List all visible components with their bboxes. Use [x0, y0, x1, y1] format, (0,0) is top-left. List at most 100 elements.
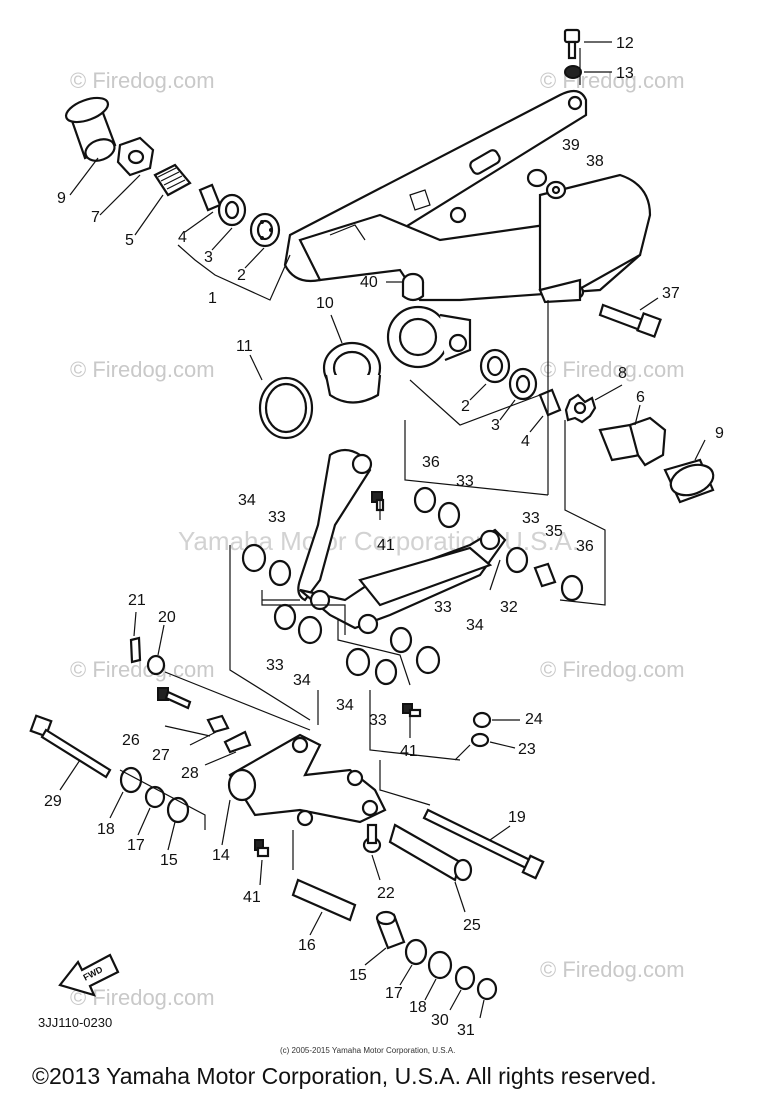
callout-8: 8	[618, 365, 627, 382]
callout-18b: 18	[409, 999, 427, 1016]
part-collar-25	[388, 823, 473, 882]
part-lock-washer-8	[564, 393, 597, 424]
callout-37: 37	[662, 285, 680, 302]
part-bushing-15b	[375, 910, 406, 950]
callout-9: 9	[57, 190, 66, 207]
callout-13: 13	[616, 65, 634, 82]
callout-26: 26	[122, 732, 140, 749]
callout-40: 40	[360, 274, 378, 291]
part-oil-seal-34d	[345, 647, 371, 677]
callout-24: 24	[525, 711, 543, 728]
part-washer-17b	[404, 938, 428, 966]
part-oil-seal-18b	[427, 950, 453, 980]
callout-15: 15	[160, 852, 178, 869]
parts: FWD	[29, 28, 715, 1001]
part-pivot-bolt-6	[598, 416, 667, 467]
callout-33b: 33	[268, 509, 286, 526]
part-washer-23	[470, 732, 490, 748]
callout-41b: 41	[400, 743, 418, 760]
diagram-code: 3JJ110-0230	[38, 1015, 112, 1030]
callout-27: 27	[152, 747, 170, 764]
part-bushing-33f	[374, 658, 398, 686]
part-oil-seal-3	[217, 193, 247, 227]
part-oil-seal-34c	[415, 645, 441, 675]
callout-3: 3	[204, 249, 213, 266]
callout-25: 25	[463, 917, 481, 934]
part-relay-arm-32	[297, 448, 507, 635]
part-collar-4	[198, 183, 222, 212]
part-o-ring-11	[258, 376, 314, 440]
callout-33f: 33	[369, 712, 387, 729]
part-nut-13	[564, 65, 582, 79]
callout-12: 12	[616, 35, 634, 52]
part-washer-38	[545, 180, 567, 200]
watermark-site: © Firedog.com	[540, 357, 685, 382]
callout-16: 16	[298, 937, 316, 954]
callout-5: 5	[125, 232, 134, 249]
callout-10: 10	[316, 295, 334, 312]
small-copyright: (c) 2005-2015 Yamaha Motor Corporation, …	[280, 1046, 455, 1055]
callout-38: 38	[586, 153, 604, 170]
callout-17b: 17	[385, 985, 403, 1002]
part-grease-nipple-41a	[371, 491, 385, 512]
part-oil-seal-18a	[119, 766, 143, 794]
callout-30: 30	[431, 1012, 449, 1029]
watermark-site: © Firedog.com	[70, 657, 215, 682]
part-swingarm-1	[283, 89, 652, 304]
part-collar-4b	[538, 388, 562, 417]
callout-34b: 34	[466, 617, 484, 634]
part-bolt-37	[598, 303, 662, 338]
part-bushing-33a	[437, 501, 461, 529]
footer-copyright: ©2013 Yamaha Motor Corporation, U.S.A. A…	[32, 1063, 657, 1089]
callout-11: 11	[236, 338, 253, 355]
watermark-site: © Firedog.com	[70, 357, 215, 382]
callout-33: 33	[456, 473, 474, 490]
part-washer-30	[454, 965, 476, 991]
part-cap-9	[64, 96, 117, 162]
part-nut-39	[526, 168, 548, 188]
callout-31: 31	[457, 1022, 475, 1039]
part-nut-7	[116, 136, 155, 177]
part-spacer-36a	[413, 486, 437, 514]
part-cap-40	[401, 272, 425, 302]
part-collar-16	[291, 878, 357, 922]
callout-33c: 33	[522, 510, 540, 527]
callout-20: 20	[158, 609, 176, 626]
callout-19: 19	[508, 809, 526, 826]
callout-3b: 3	[491, 417, 500, 434]
part-bolt-19	[422, 808, 545, 880]
callout-36b: 36	[576, 538, 594, 555]
callout-34d: 34	[336, 697, 354, 714]
callout-33d: 33	[434, 599, 452, 616]
callout-22: 22	[377, 885, 395, 902]
callout-15b: 15	[349, 967, 367, 984]
part-grease-nipple-41c	[254, 839, 270, 858]
callout-18: 18	[97, 821, 115, 838]
part-bearing-2	[249, 212, 281, 248]
callout-32: 32	[500, 599, 518, 616]
part-bushing-15a	[166, 796, 190, 824]
part-cap-9b	[663, 458, 715, 504]
part-bushing-33d	[273, 603, 297, 631]
part-bolt-26	[157, 687, 192, 710]
callout-23: 23	[518, 741, 536, 758]
part-nut-24	[472, 711, 492, 729]
part-bushing-10	[322, 341, 382, 404]
part-oil-seal-34b	[297, 615, 323, 645]
part-bracket-28	[223, 730, 252, 754]
callout-35: 35	[545, 523, 563, 540]
callout-2b: 2	[461, 398, 470, 415]
part-cotter-21	[129, 636, 142, 664]
callout-41c: 41	[243, 889, 261, 906]
part-grease-nipple-41b	[402, 703, 422, 718]
part-clip-27	[206, 714, 230, 734]
leader-lines	[59, 41, 706, 1019]
callout-28: 28	[181, 765, 199, 782]
watermark-site: © Firedog.com	[70, 985, 215, 1010]
callout-4b: 4	[521, 433, 530, 450]
part-swingarm-pivot-boss	[386, 305, 472, 369]
part-nut-31	[476, 977, 498, 1001]
callout-34c: 34	[293, 672, 311, 689]
part-bushing-33e	[389, 626, 413, 654]
